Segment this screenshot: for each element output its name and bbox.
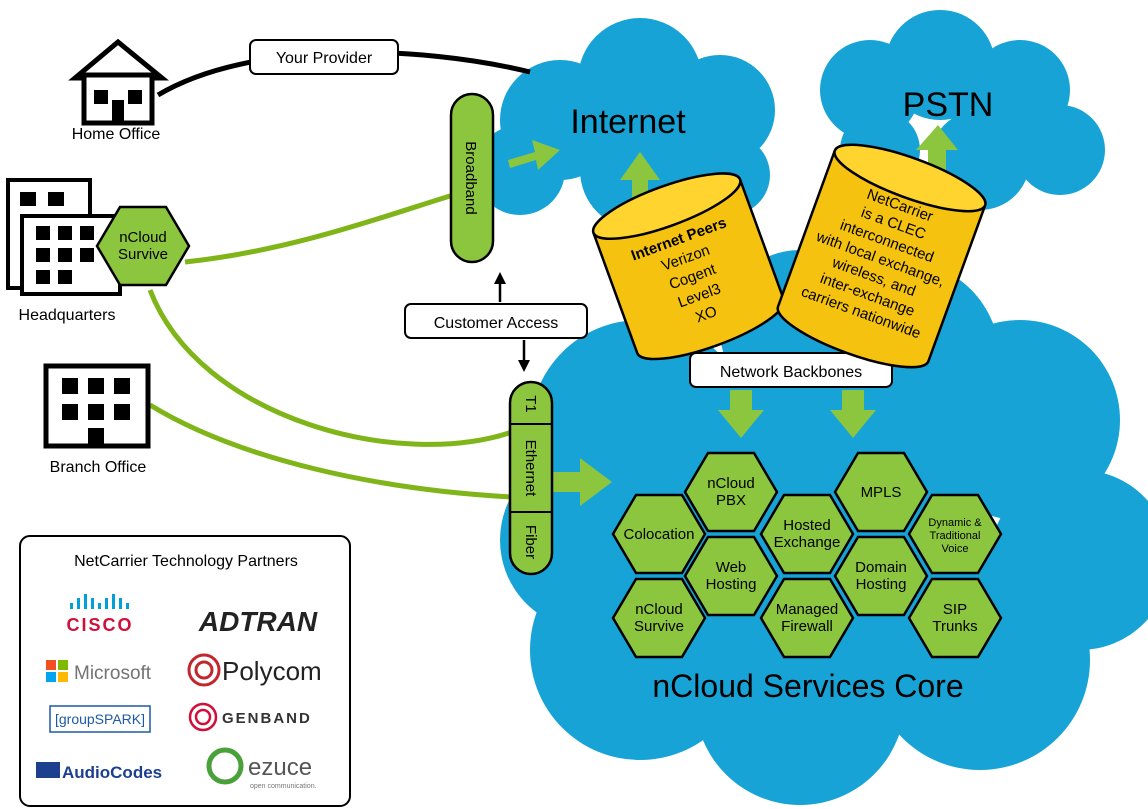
pstn-cloud xyxy=(820,10,1105,210)
arrow-backbone-left xyxy=(718,390,764,438)
service-hex-ncloud-survive: nCloud Survive xyxy=(611,577,707,659)
service-hex-ncloud-pbx: nCloud PBX xyxy=(683,451,779,533)
branch-office-label: Branch Office xyxy=(50,459,147,476)
arrow-peers-internet xyxy=(620,152,660,210)
svg-text:Your Provider: Your Provider xyxy=(276,50,373,67)
svg-text:GENBAND: GENBAND xyxy=(222,710,312,727)
svg-text:ezuce: ezuce xyxy=(248,754,312,781)
svg-text:CISCO: CISCO xyxy=(66,615,133,635)
service-hex-mpls: MPLS xyxy=(833,451,929,533)
access-fiber: Fiber xyxy=(522,525,539,559)
genband-logo: GENBAND xyxy=(188,702,312,732)
svg-text:nCloud: nCloud xyxy=(119,229,167,246)
svg-text:Traditional: Traditional xyxy=(930,530,981,542)
access-pill: T1 Ethernet Fiber xyxy=(508,380,554,576)
svg-text:MPLS: MPLS xyxy=(861,484,902,501)
arrow-access-core xyxy=(550,458,612,506)
hq-access-line xyxy=(147,289,513,447)
partners-title: NetCarrier Technology Partners xyxy=(74,553,298,570)
clec-cylinder: NetCarrier is a CLEC interconnected with… xyxy=(776,143,987,369)
svg-text:nCloud: nCloud xyxy=(635,601,683,618)
branch-access-line xyxy=(148,402,513,500)
headquarters-label: Headquarters xyxy=(19,307,116,324)
svg-text:Hosting: Hosting xyxy=(706,576,757,593)
hq-broadband-line xyxy=(184,187,471,265)
hq-survive-hex: nCloud Survive xyxy=(95,205,191,287)
polycom-logo: Polycom xyxy=(187,653,322,687)
svg-text:Colocation: Colocation xyxy=(624,526,695,543)
service-hex-domain-hosting: Domain Hosting xyxy=(833,535,929,617)
branch-office-icon xyxy=(43,363,151,449)
broadband-pill: Broadband xyxy=(449,92,495,264)
svg-text:Exchange: Exchange xyxy=(774,534,841,551)
svg-text:Dynamic &: Dynamic & xyxy=(928,517,982,529)
core-label: nCloud Services Core xyxy=(652,668,963,704)
service-hex-web-hosting: Web Hosting xyxy=(683,535,779,617)
svg-text:Voice: Voice xyxy=(942,543,969,555)
svg-text:AudioCodes: AudioCodes xyxy=(62,763,162,782)
arrow-clec-pstn xyxy=(916,125,958,175)
headquarters-icon xyxy=(6,178,122,296)
svg-text:Survive: Survive xyxy=(118,246,168,263)
internet-label: Internet xyxy=(570,103,686,141)
svg-text:Hosting: Hosting xyxy=(856,576,907,593)
service-hex-hosted-exchange: Hosted Exchange xyxy=(759,493,855,575)
svg-text:Broadband: Broadband xyxy=(462,141,479,214)
svg-text:Network Backbones: Network Backbones xyxy=(720,364,862,381)
arrow-backbone-right xyxy=(830,390,876,438)
customer-access-box: Customer Access xyxy=(404,303,588,339)
audiocodes-logo: AudioCodes xyxy=(36,762,162,782)
svg-text:PBX: PBX xyxy=(716,492,746,509)
svg-text:[groupSPARK]: [groupSPARK] xyxy=(55,711,145,727)
svg-text:nCloud: nCloud xyxy=(707,475,755,492)
svg-text:Customer Access: Customer Access xyxy=(434,315,558,332)
svg-text:Firewall: Firewall xyxy=(781,618,833,635)
svg-text:Microsoft: Microsoft xyxy=(74,663,152,684)
microsoft-logo: Microsoft xyxy=(46,660,152,684)
svg-text:Survive: Survive xyxy=(634,618,684,635)
adtran-logo: ADTRAN xyxy=(198,606,318,637)
access-ethernet: Ethernet xyxy=(522,440,539,498)
service-hex-colocation: Colocation xyxy=(611,493,707,575)
customer-access-arrows xyxy=(494,272,530,372)
service-hex-sip-trunks: SIP Trunks xyxy=(907,577,1003,659)
svg-text:open communication.: open communication. xyxy=(250,783,317,790)
home-office-icon xyxy=(68,38,170,126)
access-t1: T1 xyxy=(522,395,539,413)
svg-text:Hosted: Hosted xyxy=(783,517,831,534)
svg-text:Web: Web xyxy=(716,559,747,576)
home-office-label: Home Office xyxy=(72,126,161,143)
your-provider-box: Your Provider xyxy=(249,39,399,75)
ezuce-logo: ezuce open communication. xyxy=(206,747,317,790)
service-hex-dynamic-voice: Dynamic & Traditional Voice xyxy=(907,493,1003,575)
svg-text:Managed: Managed xyxy=(776,601,839,618)
svg-text:SIP: SIP xyxy=(943,601,967,618)
svg-text:Polycom: Polycom xyxy=(222,656,322,686)
svg-text:Domain: Domain xyxy=(855,559,907,576)
cisco-logo: CISCO xyxy=(66,594,133,635)
arrow-broadband-internet xyxy=(508,140,560,170)
svg-text:Trunks: Trunks xyxy=(932,618,977,635)
internet-cloud xyxy=(475,18,775,230)
service-hex-managed-firewall: Managed Firewall xyxy=(759,577,855,659)
partners-panel: NetCarrier Technology Partners CISCO ADT… xyxy=(19,535,351,807)
network-backbones-box: Network Backbones xyxy=(689,352,893,388)
groupspark-logo: [groupSPARK] xyxy=(49,705,151,733)
svg-text:XO: XO xyxy=(693,303,719,326)
pstn-label: PSTN xyxy=(903,86,994,124)
